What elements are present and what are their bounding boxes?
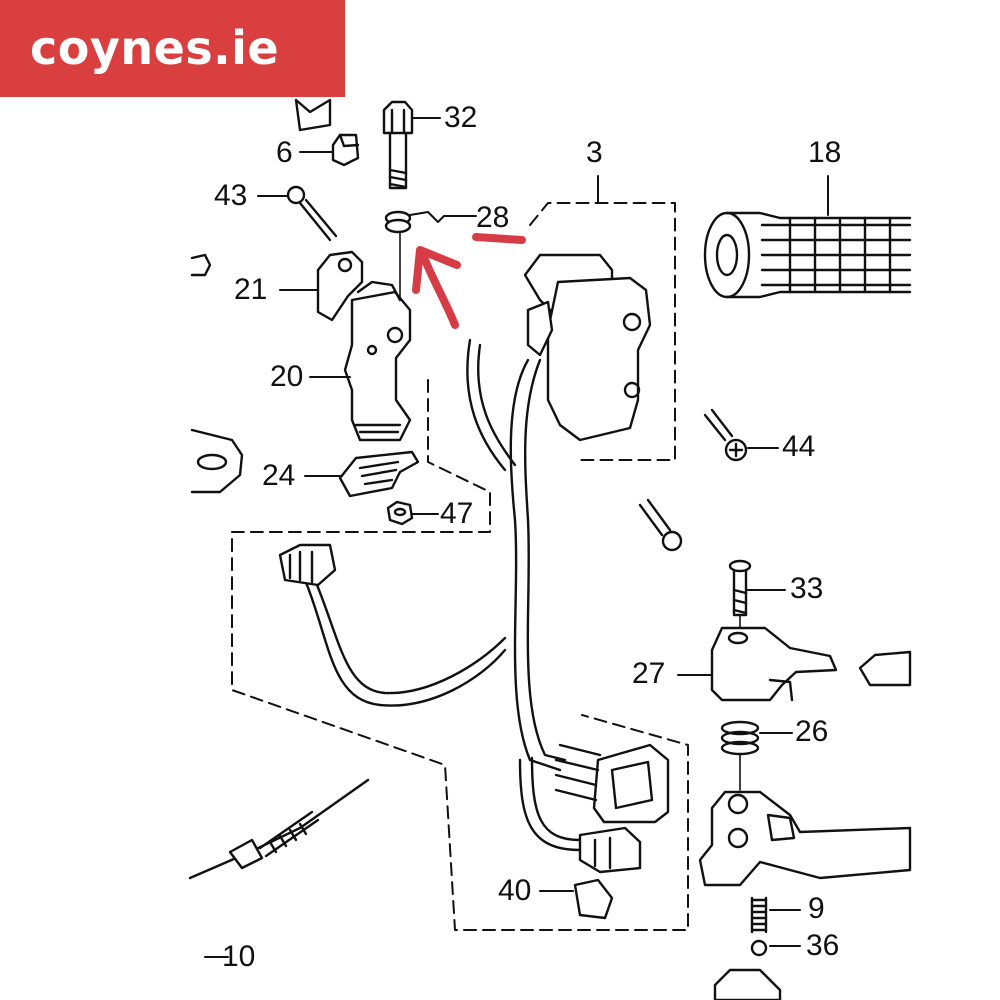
brand-logo[interactable]: coynes.ie [0,0,345,97]
part-36-ring [750,939,801,957]
dashed-boundaries [231,202,689,931]
annotation-underline [472,233,526,244]
part-3-switch-housing [523,175,652,442]
part-label-44: 44 [782,430,816,463]
part-label-33: 33 [790,572,824,605]
part-label-26: 26 [795,715,829,748]
harness-connector-left [278,543,337,587]
part-label-24: 24 [262,459,296,492]
part-21-20-housing [279,250,412,442]
wiring-harness [303,338,582,852]
part-18-grip [703,175,912,299]
part-43-screw [257,185,338,242]
part-44-screw [703,408,779,462]
part-40-clip [539,878,614,920]
brake-lever [698,790,912,887]
part-10-cable [188,778,370,958]
part-label-21: 21 [234,273,268,306]
part-9-spring [750,896,801,934]
part-6-block [299,133,360,167]
part-label-32: 32 [444,101,478,134]
part-label-27: 27 [632,657,666,690]
part-label-9: 9 [808,892,825,925]
part-label-36: 36 [806,929,840,962]
part-label-6: 6 [276,136,293,169]
part-label-3: 3 [586,136,603,169]
annotation-arrow [412,246,461,329]
part-24-bracket [304,450,420,498]
part-33-screw [728,559,786,631]
part-label-40: 40 [498,874,532,907]
part-26-spring [720,720,793,791]
harness-connector-small [578,826,642,874]
part-label-20: 20 [270,360,304,393]
part-label-47: 47 [440,497,474,530]
harness-connector-main [554,743,670,824]
part-label-43: 43 [214,179,248,212]
part-label-10: 10 [222,940,256,973]
part-label-28: 28 [476,201,510,234]
red-annotation [412,233,526,329]
part-27-lever-bracket [677,626,912,702]
part-32-bolt [382,100,441,190]
part-label-18: 18 [808,136,842,169]
part-28-washer [384,210,477,331]
part-47-nut [386,500,439,526]
